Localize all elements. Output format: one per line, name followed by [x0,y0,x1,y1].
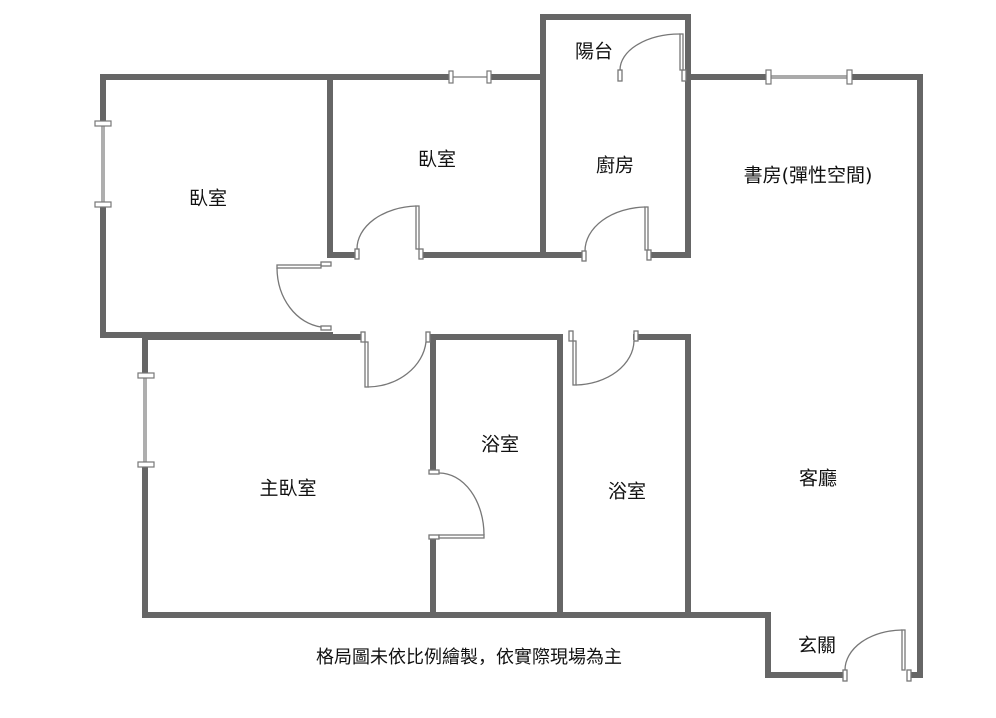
disclaimer-note: 格局圖未依比例繪製，依實際現場為主 [316,647,622,668]
wall-bottom [142,612,923,678]
room-label-bedroom-top: 臥室 [417,148,457,171]
window [94,201,112,208]
window [94,120,112,127]
room-label-entrance: 玄關 [797,634,837,657]
door-bath2 [568,330,639,386]
room-label-living-room: 客廳 [798,467,838,490]
door-kitchen [581,206,652,262]
wall-corridor-bottom [142,334,691,618]
room-label-study: 書房(彈性空間) [743,164,873,187]
window [137,372,155,379]
window [765,69,772,85]
room-label-bedroom-left: 臥室 [188,187,228,210]
wall-balcony [540,14,691,258]
door-bedroom-top [354,205,424,260]
doors [276,33,912,682]
door-balcony [617,33,687,82]
door-entrance [842,629,912,682]
windows [94,69,853,468]
door-bath1 [428,469,485,540]
walls [100,14,923,678]
window [486,70,492,84]
wall-bedroom-divider [327,74,546,258]
room-label-bathroom-2: 浴室 [607,480,647,503]
room-label-kitchen: 廚房 [595,154,635,177]
room-label-balcony: 陽台 [574,40,614,63]
room-label-bathroom-1: 浴室 [480,433,520,456]
wall-top-right [685,74,923,678]
window [846,69,853,85]
window [137,461,155,468]
door-bedroom-left [276,261,332,331]
door-master [360,331,431,388]
window [448,70,454,84]
room-label-master-bedroom: 主臥室 [259,477,317,500]
